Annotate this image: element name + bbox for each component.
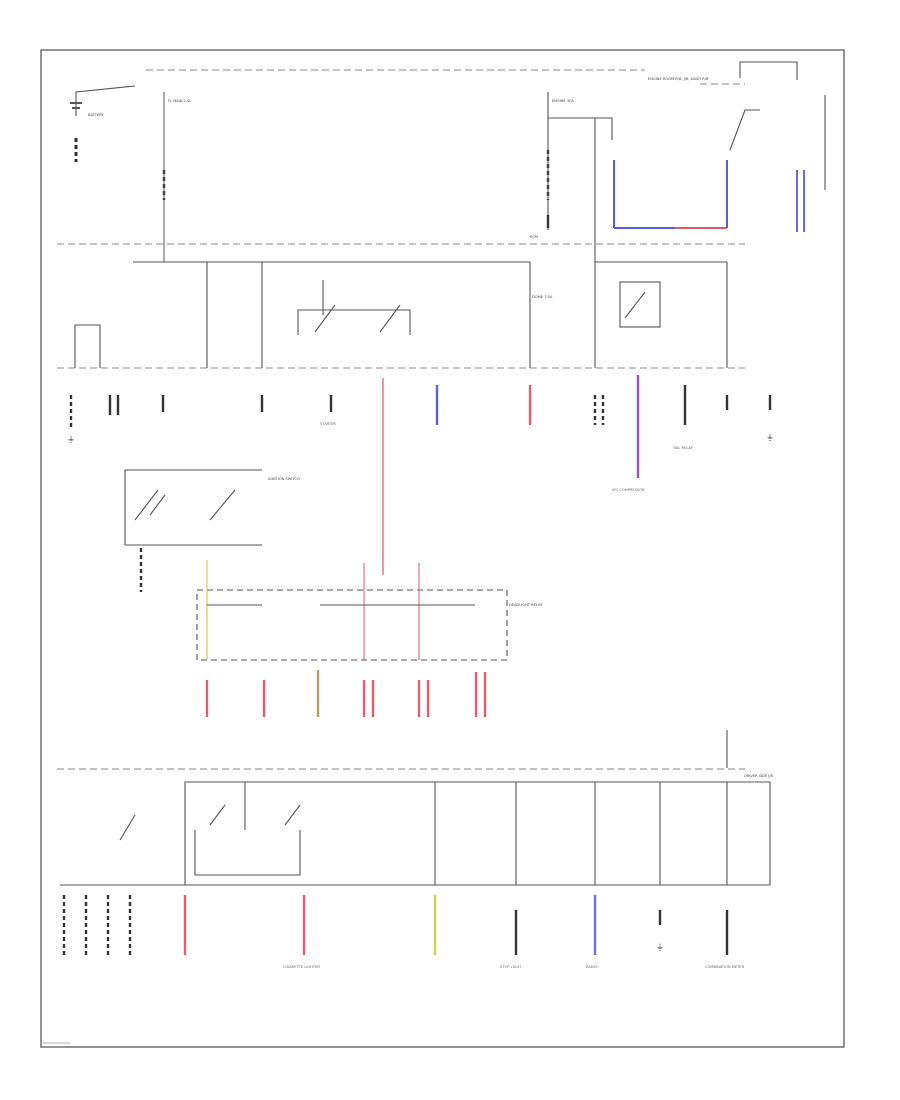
ignition-switch-label: IGNITION SWITCH [268, 477, 300, 481]
ground-icon: ⏚ [766, 433, 774, 442]
junction-block-label: DRIVER SIDE J/B [744, 774, 773, 778]
relay-boxes-label: ENGINE ROOM R/B, J/B, DASH R/B [648, 77, 709, 81]
fuse-block [196, 560, 508, 661]
fuse-block-outline [196, 589, 508, 661]
relay-coil-lead [729, 109, 760, 151]
section-dividers [57, 69, 745, 770]
ignition-switch-outline [124, 469, 262, 546]
jb-contact [209, 804, 226, 826]
ignition-switch-box [124, 469, 262, 546]
stop-light-label: STOP LIGHT [500, 965, 522, 969]
left-loop [74, 324, 101, 368]
battery-lead [75, 85, 136, 116]
relay-frame-top [739, 61, 798, 80]
diagram-labels: BATTERY FL MAIN 2.0L ENGINE 30A ENGINE R… [88, 77, 773, 969]
ac-compressor-label: A/C COMPRESSOR [612, 488, 645, 492]
bottom-outputs [62, 895, 729, 955]
fuse-branch [548, 117, 596, 262]
main-fuse-label: FL MAIN 2.0L [168, 99, 191, 103]
starter-relay-frame [297, 309, 411, 335]
top-section [70, 61, 826, 262]
circuit-drops [69, 375, 772, 592]
fuse-branch-right [595, 117, 613, 140]
battery-label: BATTERY [88, 113, 105, 117]
dome-fuse-label: DOME 7.5A [532, 295, 553, 299]
radio-label: RADIO [586, 965, 598, 969]
combination-meter-label: COMBINATION METER [705, 965, 745, 969]
right-relay-contact [624, 291, 646, 319]
bottom-section [60, 781, 771, 886]
right-relay-box [619, 281, 661, 328]
headlight-relay-label: HEADLIGHT RELAY [509, 603, 543, 607]
tail-relay-label: TAIL RELAY [672, 446, 694, 450]
ignition-contact [134, 489, 159, 521]
fuse-outputs [205, 670, 728, 768]
starter-relay-contact [314, 304, 336, 333]
ecm-label: ECM [530, 235, 538, 239]
ignition-contact [209, 489, 236, 521]
jb-inner-loop [194, 830, 301, 876]
ignition-contact [149, 494, 166, 516]
jb-contact [119, 814, 136, 841]
starter-label: STARTER [320, 422, 336, 426]
diagram-frame [40, 49, 845, 1048]
ground-icon: ⏚ [656, 943, 664, 952]
jb-contact [284, 804, 301, 826]
ground-icon: ⏚ [67, 435, 75, 444]
engine-fuse-label: ENGINE 30A [552, 99, 574, 103]
bus-section [74, 261, 728, 368]
ground-symbols: ⏚ ⏚ ⏚ [67, 433, 774, 952]
starter-relay-contact [379, 304, 401, 333]
jb-outline [184, 781, 771, 885]
cigarette-lighter-label: CIGARETTE LIGHTER [283, 965, 320, 969]
